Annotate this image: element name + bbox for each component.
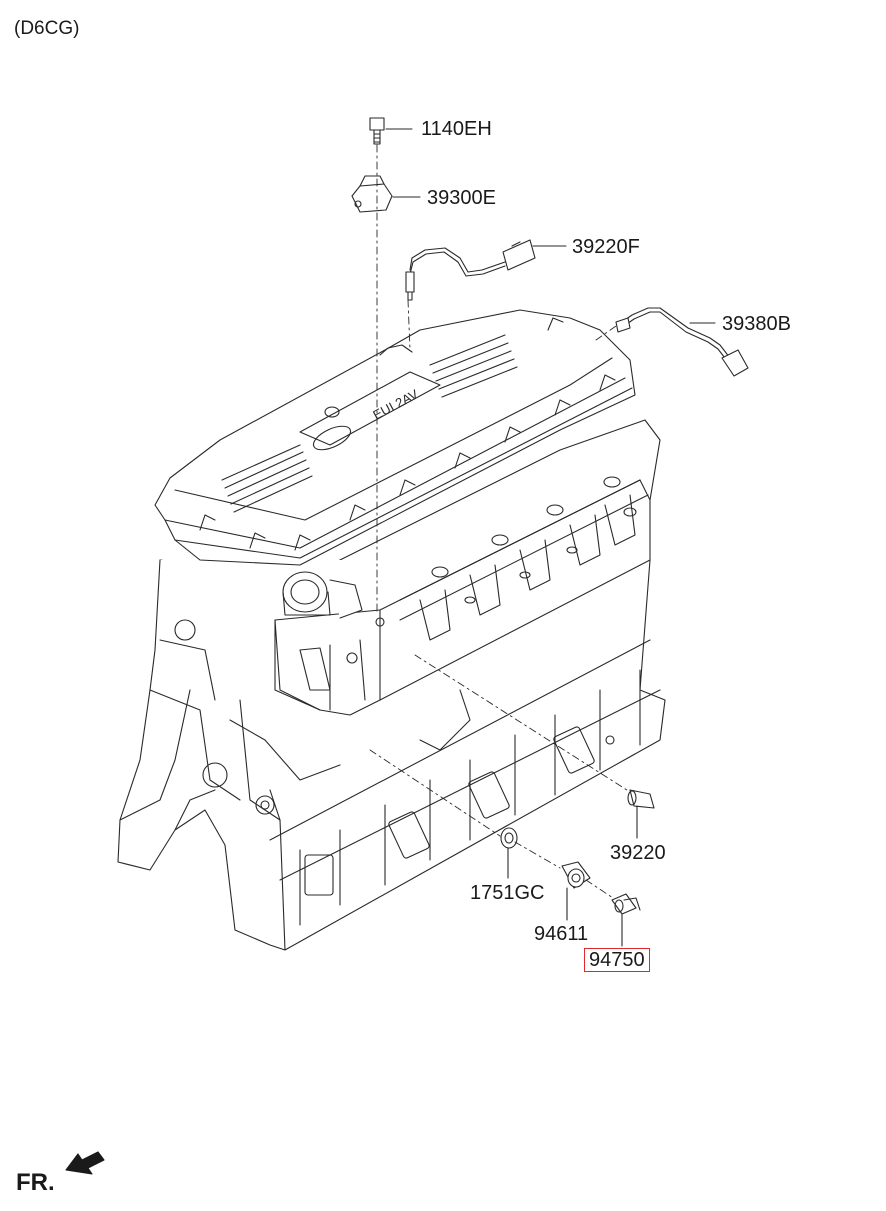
sensor-39220f-icon[interactable]: [405, 239, 536, 301]
part-label-1751gc[interactable]: 1751GC: [470, 882, 545, 904]
part-label-94750-highlighted[interactable]: 94750: [584, 948, 650, 972]
sensor-39380b-icon[interactable]: [615, 307, 749, 377]
front-arrow-icon: [65, 1151, 105, 1175]
intake-manifold: [274, 476, 651, 716]
part-label-94611[interactable]: 94611: [534, 923, 589, 945]
valve-cover: [154, 309, 636, 566]
adapter-94611-icon[interactable]: [561, 861, 591, 889]
sensor-39220-icon[interactable]: [627, 789, 655, 809]
part-label-39220[interactable]: 39220: [610, 842, 666, 864]
sensor-94750-icon[interactable]: [611, 893, 641, 915]
part-label-39300e[interactable]: 39300E: [427, 187, 496, 209]
model-code: (D6CG): [14, 18, 80, 39]
direction-label: FR.: [16, 1169, 55, 1196]
sensor-39300e-icon[interactable]: [351, 175, 393, 213]
leader-lines: [385, 128, 716, 947]
part-label-39380b[interactable]: 39380B: [722, 313, 791, 335]
assembly-lines: [369, 144, 631, 899]
part-label-39220f[interactable]: 39220F: [572, 236, 640, 258]
bolt-1140eh-icon[interactable]: [369, 117, 385, 145]
part-label-1140eh[interactable]: 1140EH: [421, 118, 492, 140]
washer-1751gc-icon[interactable]: [500, 827, 518, 849]
